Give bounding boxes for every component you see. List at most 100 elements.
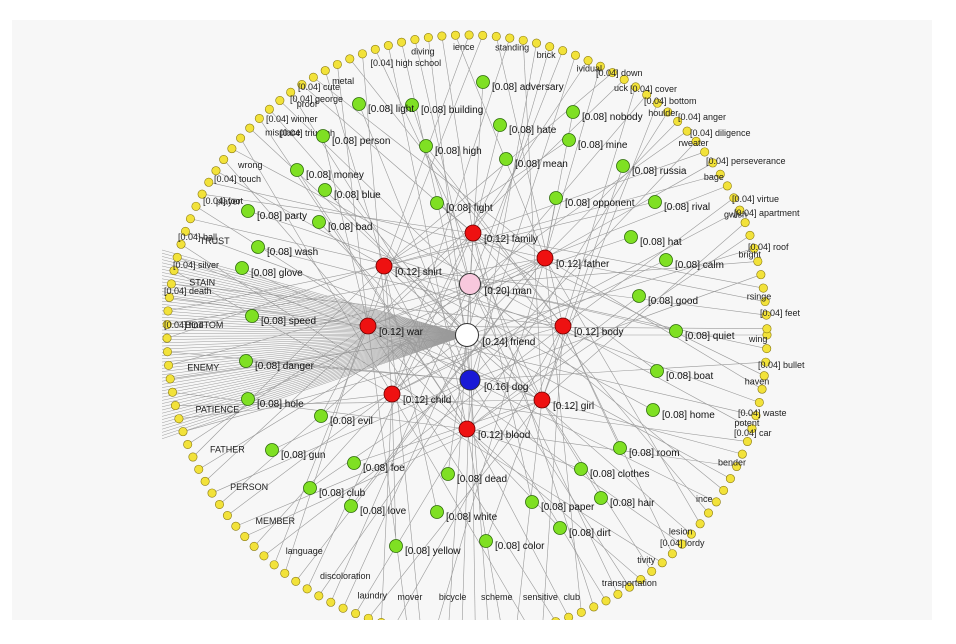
outer-node-dot[interactable]	[747, 424, 757, 434]
node-dot-hate[interactable]	[493, 118, 507, 132]
node-dot-light[interactable]	[352, 97, 366, 111]
outer-node-dot[interactable]	[183, 439, 193, 449]
node-dot-dog[interactable]	[459, 369, 481, 391]
outer-node-dot[interactable]	[345, 54, 355, 64]
node-dot-gun[interactable]	[265, 443, 279, 457]
outer-node-dot[interactable]	[762, 344, 772, 354]
outer-node-dot[interactable]	[735, 205, 745, 215]
node-dot-building[interactable]	[405, 98, 419, 112]
outer-node-dot[interactable]	[711, 497, 721, 507]
outer-node-dot[interactable]	[320, 66, 330, 76]
outer-node-dot[interactable]	[351, 609, 361, 619]
outer-node-dot[interactable]	[174, 414, 184, 424]
outer-node-dot[interactable]	[737, 449, 747, 459]
outer-node-dot[interactable]	[478, 30, 488, 40]
node-dot-quiet[interactable]	[669, 324, 683, 338]
outer-node-dot[interactable]	[657, 558, 667, 568]
outer-node-dot[interactable]	[357, 49, 367, 59]
outer-node-dot[interactable]	[759, 371, 769, 381]
outer-node-dot[interactable]	[450, 30, 460, 40]
outer-node-dot[interactable]	[291, 576, 301, 586]
outer-node-dot[interactable]	[169, 266, 179, 276]
node-dot-room[interactable]	[613, 441, 627, 455]
node-dot-rival[interactable]	[648, 195, 662, 209]
node-dot-friend[interactable]	[455, 323, 479, 347]
outer-node-dot[interactable]	[185, 214, 195, 224]
outer-node-dot[interactable]	[682, 126, 692, 136]
outer-node-dot[interactable]	[326, 597, 336, 607]
node-dot-person[interactable]	[316, 129, 330, 143]
outer-node-dot[interactable]	[686, 529, 696, 539]
node-dot-blue[interactable]	[318, 183, 332, 197]
outer-node-dot[interactable]	[377, 617, 386, 620]
node-dot-dead[interactable]	[441, 467, 455, 481]
outer-node-dot[interactable]	[491, 31, 501, 41]
outer-node-dot[interactable]	[725, 474, 735, 484]
outer-node-dot[interactable]	[663, 107, 673, 117]
node-dot-foe[interactable]	[347, 456, 361, 470]
outer-node-dot[interactable]	[647, 566, 657, 576]
node-dot-hair[interactable]	[594, 491, 608, 505]
node-dot-dirt[interactable]	[553, 521, 567, 535]
node-dot-father[interactable]	[536, 249, 554, 267]
outer-node-dot[interactable]	[558, 46, 568, 56]
outer-node-dot[interactable]	[180, 226, 190, 236]
outer-node-dot[interactable]	[505, 33, 515, 43]
outer-node-dot[interactable]	[551, 617, 560, 620]
node-dot-hat[interactable]	[624, 230, 638, 244]
outer-node-dot[interactable]	[370, 44, 380, 54]
outer-node-dot[interactable]	[601, 596, 611, 606]
node-dot-fight[interactable]	[430, 196, 444, 210]
outer-node-dot[interactable]	[607, 68, 617, 78]
outer-node-dot[interactable]	[762, 324, 772, 334]
outer-node-dot[interactable]	[760, 297, 770, 307]
outer-node-dot[interactable]	[751, 411, 761, 421]
node-dot-color[interactable]	[479, 534, 493, 548]
outer-node-dot[interactable]	[732, 462, 742, 472]
outer-node-dot[interactable]	[437, 31, 447, 41]
outer-node-dot[interactable]	[636, 575, 646, 585]
outer-node-dot[interactable]	[172, 252, 182, 262]
node-dot-paper[interactable]	[525, 495, 539, 509]
outer-node-dot[interactable]	[231, 521, 241, 531]
node-dot-man[interactable]	[459, 273, 481, 295]
node-dot-russia[interactable]	[616, 159, 630, 173]
outer-node-dot[interactable]	[642, 90, 652, 100]
outer-node-dot[interactable]	[254, 113, 264, 123]
outer-node-dot[interactable]	[219, 155, 229, 165]
outer-node-dot[interactable]	[583, 56, 593, 66]
outer-node-dot[interactable]	[200, 476, 210, 486]
outer-node-dot[interactable]	[166, 279, 176, 289]
node-dot-child[interactable]	[383, 385, 401, 403]
outer-node-dot[interactable]	[264, 104, 274, 114]
node-dot-mean[interactable]	[499, 152, 513, 166]
outer-node-dot[interactable]	[729, 193, 739, 203]
outer-node-dot[interactable]	[756, 270, 766, 280]
node-dot-wash[interactable]	[251, 240, 265, 254]
outer-node-dot[interactable]	[204, 177, 214, 187]
outer-node-dot[interactable]	[708, 158, 718, 168]
outer-node-dot[interactable]	[245, 123, 255, 133]
outer-node-dot[interactable]	[165, 374, 175, 384]
outer-node-dot[interactable]	[691, 136, 701, 146]
outer-node-dot[interactable]	[410, 35, 420, 45]
outer-node-dot[interactable]	[761, 310, 771, 320]
outer-node-dot[interactable]	[338, 603, 348, 613]
node-dot-bad[interactable]	[312, 215, 326, 229]
outer-node-dot[interactable]	[164, 292, 174, 302]
outer-node-dot[interactable]	[188, 452, 198, 462]
node-dot-love[interactable]	[344, 499, 358, 513]
outer-node-dot[interactable]	[332, 59, 342, 69]
outer-node-dot[interactable]	[227, 144, 237, 154]
outer-node-dot[interactable]	[423, 32, 433, 42]
outer-node-dot[interactable]	[667, 549, 677, 559]
outer-node-dot[interactable]	[742, 437, 752, 447]
node-dot-danger[interactable]	[239, 354, 253, 368]
outer-node-dot[interactable]	[703, 508, 713, 518]
outer-node-dot[interactable]	[518, 35, 528, 45]
outer-node-dot[interactable]	[164, 360, 174, 370]
outer-node-dot[interactable]	[757, 384, 767, 394]
node-dot-shirt[interactable]	[375, 257, 393, 275]
outer-node-dot[interactable]	[589, 602, 599, 612]
node-dot-adversary[interactable]	[476, 75, 490, 89]
